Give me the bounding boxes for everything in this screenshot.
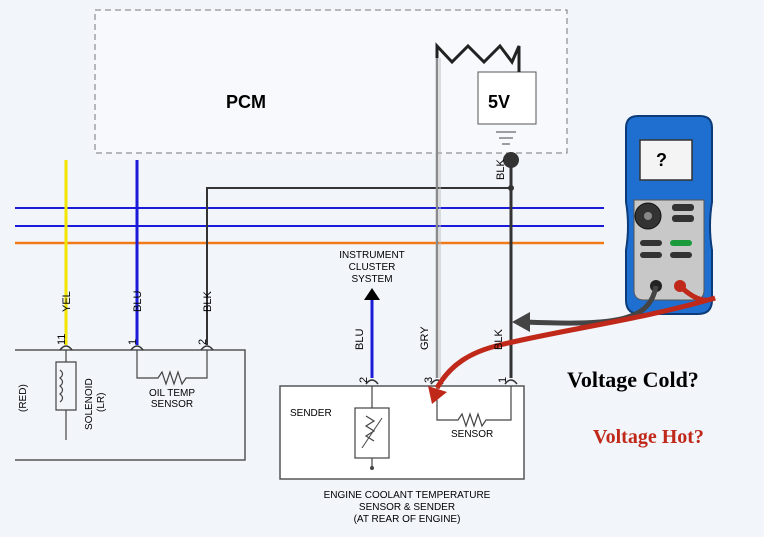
wire-label-yel: YEL	[61, 291, 73, 312]
pcm-voltage-label: 5V	[488, 92, 511, 112]
sender-label: SENDER	[290, 408, 332, 419]
voltage-hot-question: Voltage Hot?	[593, 426, 704, 448]
junction-dot	[503, 152, 519, 168]
oil-temp-thermistor	[136, 350, 208, 386]
meter-display-text: ?	[656, 150, 667, 170]
oil-temp-sensor-label: OIL TEMP SENSOR	[148, 388, 196, 410]
wire-label-gry: GRY	[419, 326, 431, 350]
solenoid-module-box	[15, 349, 246, 461]
sensor-label: SENSOR	[451, 429, 494, 440]
pin-label-1-left: 1	[127, 338, 139, 345]
ect-sensor-thermistor	[436, 386, 512, 428]
pin-label-11: 11	[56, 333, 68, 345]
cluster-arrow	[364, 288, 380, 300]
wire-label-blk-ect: BLK	[493, 329, 505, 350]
5v-box	[477, 71, 537, 125]
instrument-cluster-label: INSTRUMENT CLUSTER SYSTEM	[339, 250, 405, 285]
meter-display	[639, 139, 693, 181]
solenoid-label: SOLENOID	[84, 378, 95, 430]
ect-label: ENGINE COOLANT TEMPERATURE SENSOR & SEND…	[323, 490, 491, 525]
pin-label-3-ect: 3	[423, 376, 435, 383]
pcm-label: PCM	[226, 92, 266, 112]
wire-label-blk-top: BLK	[495, 159, 507, 180]
ect-box	[279, 385, 525, 480]
red-partial-label: (RED)	[18, 384, 29, 412]
pull-up-resistor	[435, 42, 521, 72]
wire-label-blu-ect: BLU	[354, 328, 366, 350]
blk-wire-left	[206, 187, 511, 345]
pin-label-1-ect: 1	[497, 376, 509, 383]
red-probe-lead	[434, 284, 716, 390]
pin-label-2-left: 2	[197, 338, 209, 345]
solenoid-coil	[55, 350, 77, 411]
wire-label-blu-left: BLU	[132, 290, 144, 312]
wire-label-blk-left: BLK	[202, 291, 214, 312]
solenoid-sub-label: (LR)	[96, 392, 107, 412]
multimeter	[625, 115, 713, 315]
pin-label-2-ect: 2	[358, 376, 370, 383]
voltage-cold-question: Voltage Cold?	[567, 367, 699, 392]
